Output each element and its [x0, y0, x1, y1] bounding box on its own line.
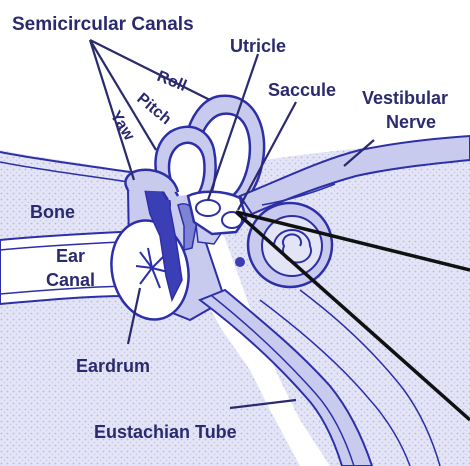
- label-nerve: Nerve: [386, 112, 436, 132]
- label-saccule: Saccule: [268, 80, 336, 100]
- cochlea: [248, 203, 332, 287]
- label-semicircular-canals: Semicircular Canals: [12, 14, 194, 35]
- label-vestibular: Vestibular: [362, 88, 448, 108]
- round-window: [235, 257, 245, 267]
- label-utricle: Utricle: [230, 36, 286, 56]
- label-bone: Bone: [30, 202, 75, 222]
- utricle-sac: [196, 200, 220, 216]
- label-canal: Canal: [46, 270, 95, 290]
- label-eardrum: Eardrum: [76, 356, 150, 376]
- label-eustachian-tube: Eustachian Tube: [94, 422, 237, 442]
- label-ear: Ear: [56, 246, 85, 266]
- label-roll: Roll: [155, 68, 189, 95]
